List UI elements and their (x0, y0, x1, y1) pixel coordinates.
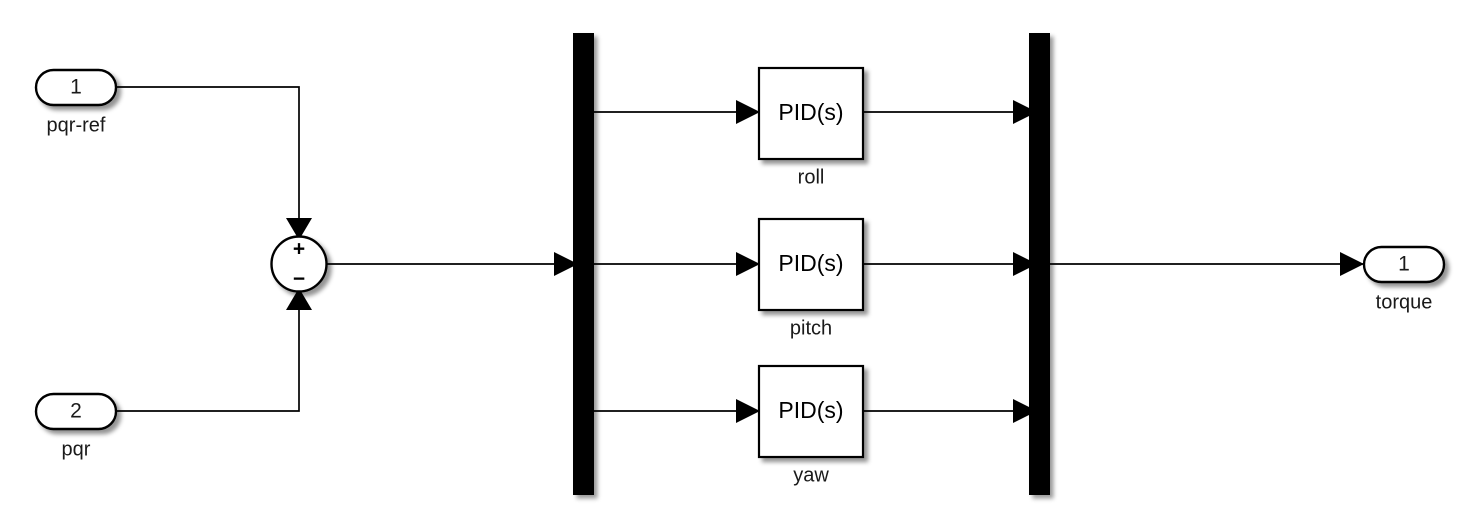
pid-block-roll[interactable]: PID(s) (757, 66, 865, 161)
arrowhead-sum-plus (286, 218, 312, 240)
inport-pqr-ref[interactable]: 1 (34, 68, 118, 107)
inport-pqr[interactable]: 2 (34, 392, 118, 431)
pid-block-pitch[interactable]: PID(s) (757, 217, 865, 312)
wire-yaw-to-mux (863, 399, 1037, 423)
arrowhead-roll-in (736, 100, 760, 124)
wire-pqrref-to-sum (116, 86, 312, 240)
pid-block-roll-text: PID(s) (778, 99, 843, 125)
arrowhead-torque-in (1340, 252, 1364, 276)
inport-pqr-label: pqr (62, 439, 91, 461)
wire-pitch-to-mux (863, 252, 1037, 276)
arrowhead-mux-in-pitch (1013, 252, 1037, 276)
sum-block[interactable]: + − (270, 235, 328, 293)
outport-torque-number: 1 (1398, 253, 1410, 276)
arrowhead-sum-minus (286, 288, 312, 310)
inport-pqr-ref-label: pqr-ref (47, 115, 106, 137)
wire-roll-to-mux (863, 100, 1037, 124)
demux-block[interactable] (573, 33, 594, 495)
pid-block-yaw[interactable]: PID(s) (757, 364, 865, 459)
arrowhead-mux-in-roll (1013, 100, 1037, 124)
wire-mux-to-torque (1048, 252, 1364, 276)
wire-demux-to-pitch (594, 252, 760, 276)
inport-pqr-ref-number: 1 (70, 76, 82, 99)
sum-sign-plus: + (293, 238, 305, 261)
mux-block[interactable] (1029, 33, 1050, 495)
arrowhead-mux-in-yaw (1013, 399, 1037, 423)
sum-sign-minus: − (293, 268, 305, 291)
wire-demux-to-yaw (594, 399, 760, 423)
signal-wires (116, 86, 1364, 423)
wire-pqr-to-sum (116, 288, 312, 412)
wire-sum-to-demux (327, 252, 578, 276)
pid-block-yaw-caption: yaw (793, 465, 829, 487)
inport-pqr-number: 2 (70, 400, 82, 423)
pid-block-yaw-text: PID(s) (778, 397, 843, 423)
pid-block-roll-caption: roll (798, 167, 825, 189)
arrowhead-demux-in (554, 252, 578, 276)
pid-block-pitch-text: PID(s) (778, 250, 843, 276)
wire-demux-to-roll (594, 100, 760, 124)
outport-torque[interactable]: 1 (1362, 245, 1446, 284)
arrowhead-pitch-in (736, 252, 760, 276)
outport-torque-label: torque (1376, 292, 1433, 314)
arrowhead-yaw-in (736, 399, 760, 423)
pid-block-pitch-caption: pitch (790, 318, 832, 340)
